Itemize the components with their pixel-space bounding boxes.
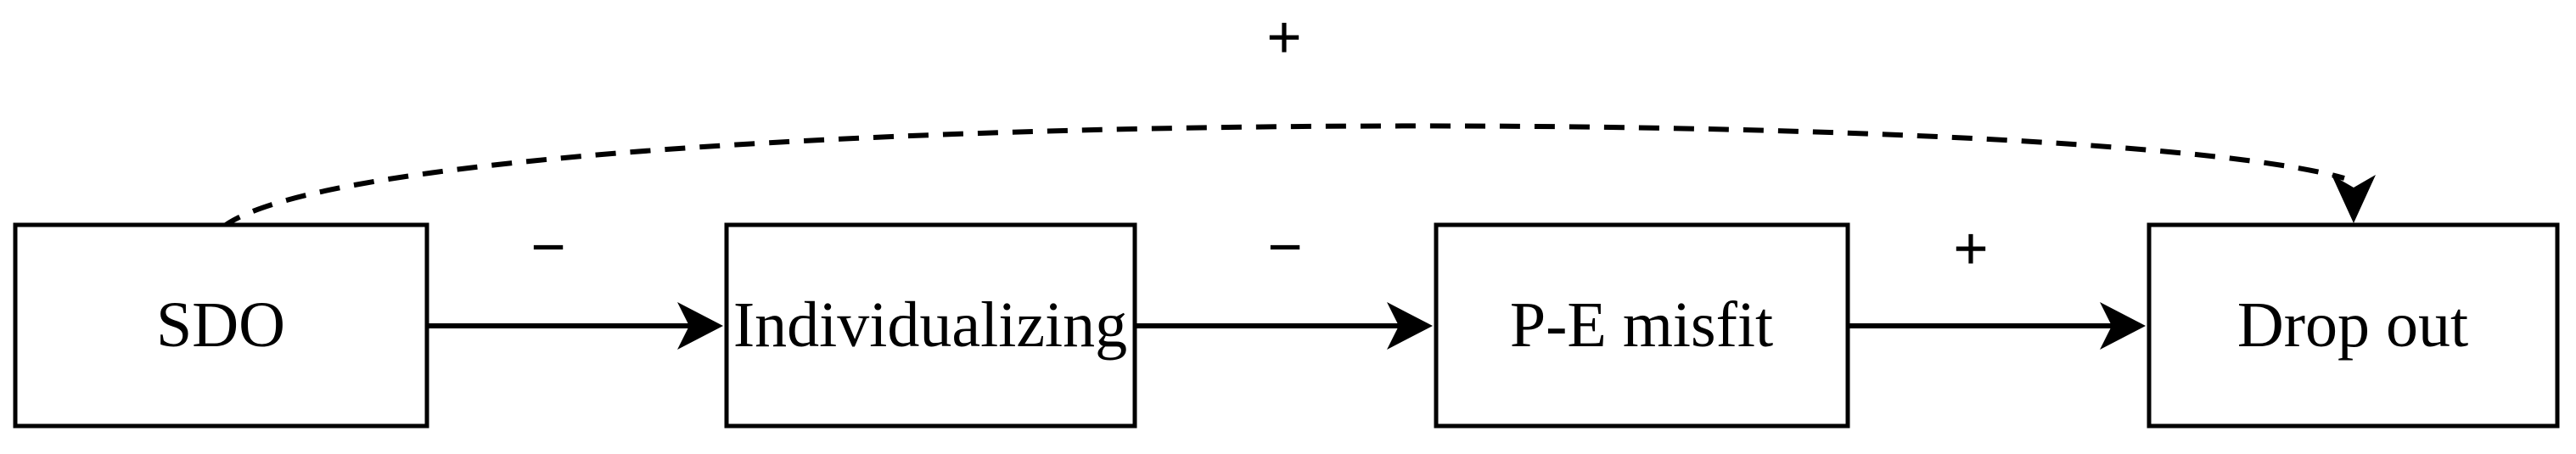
edge-sign-direct-effect: + bbox=[1266, 3, 1302, 73]
arrowhead-right bbox=[2100, 302, 2146, 350]
node-drop-out: Drop out bbox=[2147, 222, 2560, 429]
arrowhead-right bbox=[1387, 302, 1433, 350]
node-label-sdo: SDO bbox=[156, 289, 285, 361]
node-box-individualizing bbox=[724, 222, 1137, 429]
node-box-drop-out bbox=[2147, 222, 2560, 429]
arrowhead-right bbox=[677, 302, 723, 350]
node-label-pe-misfit: P-E misfit bbox=[1510, 289, 1773, 361]
node-sdo: SDO bbox=[13, 222, 429, 429]
node-box-pe-misfit bbox=[1434, 222, 1850, 429]
node-pe-misfit: P-E misfit bbox=[1434, 222, 1850, 429]
arrowhead-down bbox=[2332, 175, 2376, 223]
node-label-drop-out: Drop out bbox=[2237, 289, 2468, 361]
edge-sign-sdo-individualizing: − bbox=[530, 213, 566, 283]
node-box-sdo bbox=[13, 222, 429, 429]
node-label-individualizing: Individualizing bbox=[733, 289, 1127, 361]
edge-sign-individualizing-pemisfit: − bbox=[1267, 213, 1303, 283]
edge-dashed-curve-sdo-dropout bbox=[221, 123, 2345, 230]
edge-sign-pemisfit-dropout: + bbox=[1953, 215, 1989, 284]
node-individualizing: Individualizing bbox=[724, 222, 1137, 429]
